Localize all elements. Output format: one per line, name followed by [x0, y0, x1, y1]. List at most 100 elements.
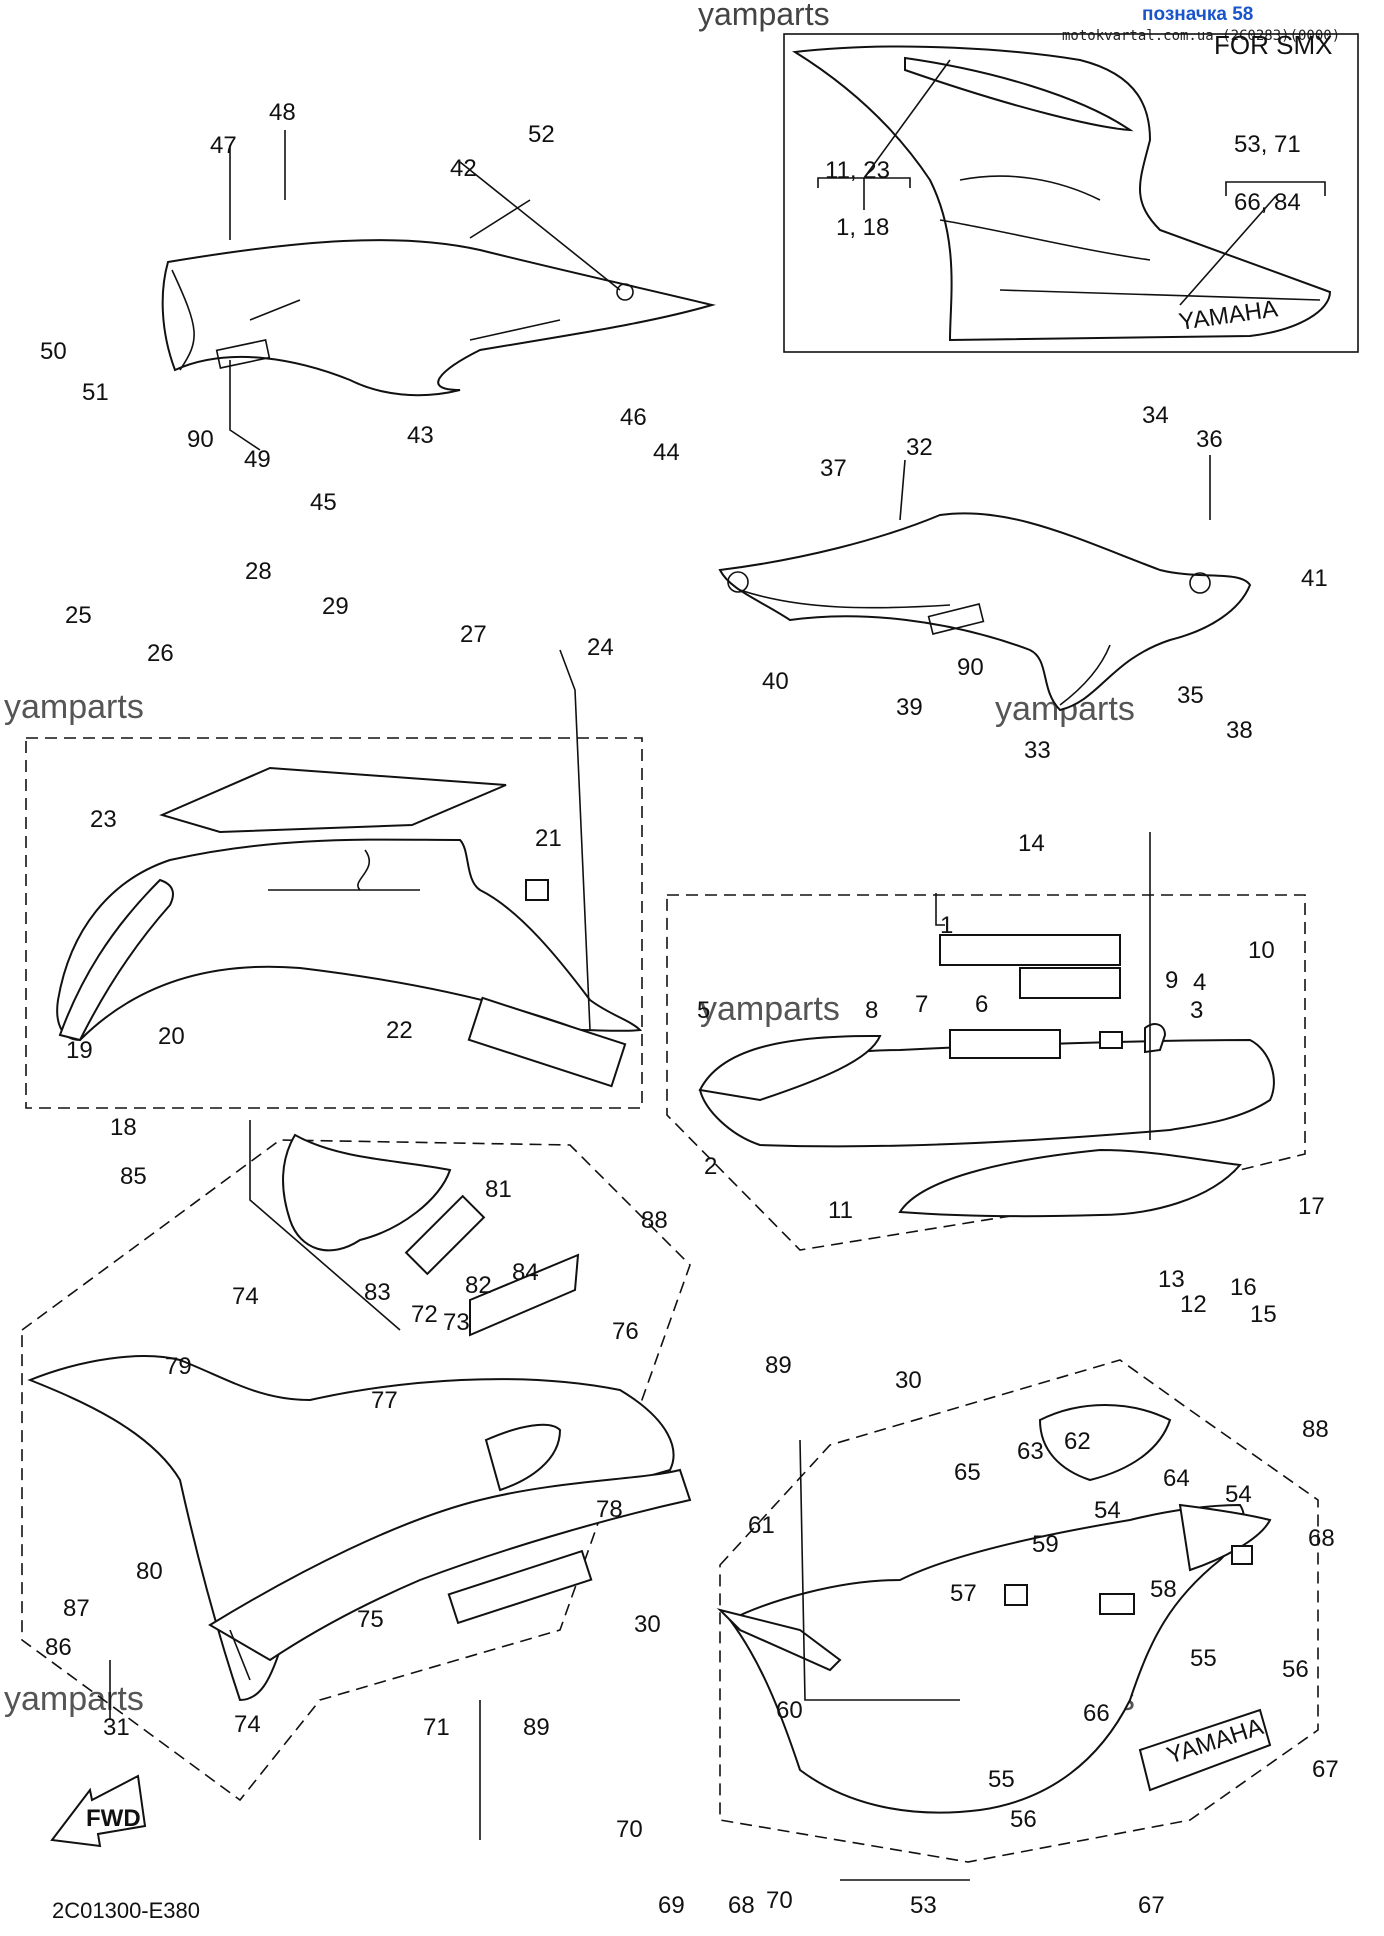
callout: 78 — [596, 1496, 623, 1523]
callout: 90 — [957, 654, 984, 681]
inset-callout: 11, 23 — [825, 157, 890, 184]
callout: 64 — [1163, 1465, 1190, 1492]
callout: 19 — [66, 1037, 93, 1064]
callout: 65 — [954, 1459, 981, 1486]
inset-callout: 53, 71 — [1234, 131, 1301, 158]
tail-cover-left — [161, 239, 716, 397]
callout: 56 — [1010, 1806, 1037, 1833]
callout: 26 — [147, 640, 174, 667]
callout: 46 — [620, 404, 647, 431]
side-panel-left — [25, 737, 643, 1109]
callout: 2 — [704, 1153, 717, 1180]
callout: 84 — [512, 1259, 539, 1286]
callout: 59 — [1032, 1531, 1059, 1558]
smx-inset: YAMAHA 11, 23 1, 18 53, 71 66, 84 — [783, 33, 1359, 353]
callout: 57 — [950, 1580, 977, 1607]
callout: 80 — [136, 1558, 163, 1585]
callout: 61 — [748, 1512, 775, 1539]
callout: 21 — [535, 825, 562, 852]
watermark-top: yamparts — [698, 0, 830, 32]
callout: 15 — [1250, 1301, 1277, 1328]
callout: 40 — [762, 668, 789, 695]
callout: 74 — [234, 1711, 261, 1738]
callout: 62 — [1064, 1428, 1091, 1455]
callout: 56 — [1282, 1656, 1309, 1683]
callout: 28 — [245, 558, 272, 585]
inset-callout: 66, 84 — [1234, 189, 1301, 216]
callout: 35 — [1177, 682, 1204, 709]
callout: 81 — [485, 1176, 512, 1203]
fwd-arrow: FWD — [50, 1774, 147, 1848]
callout: 71 — [423, 1714, 450, 1741]
callout: 10 — [1248, 937, 1275, 964]
diagram-code: 2C01300-E380 — [52, 1898, 201, 1923]
callout: 45 — [310, 489, 337, 516]
callout: 70 — [616, 1816, 643, 1843]
callout: 60 — [776, 1697, 803, 1724]
callout: 55 — [1190, 1645, 1217, 1672]
callout: 41 — [1301, 565, 1328, 592]
callout: 53 — [910, 1892, 937, 1919]
callout: 11 — [828, 1197, 853, 1224]
callout: 23 — [90, 806, 117, 833]
side-cover-right — [718, 512, 1252, 712]
callout: 38 — [1226, 717, 1253, 744]
reference-label: позначка 58 — [1142, 4, 1254, 25]
callout: 5 — [697, 997, 710, 1024]
callout: 30 — [895, 1367, 922, 1394]
callout: 58 — [1150, 1576, 1177, 1603]
callout: 33 — [1024, 737, 1051, 764]
callout: 29 — [322, 593, 349, 620]
callout: 20 — [158, 1023, 185, 1050]
callout: 3 — [1190, 997, 1203, 1024]
callout: 34 — [1142, 402, 1169, 429]
callout: 90 — [187, 426, 214, 453]
callout: 74 — [232, 1283, 259, 1310]
callout: 32 — [906, 434, 933, 461]
callout: 50 — [40, 338, 67, 365]
callout: 54 — [1094, 1497, 1121, 1524]
callout: 39 — [896, 694, 923, 721]
callout: 87 — [63, 1595, 90, 1622]
inset-title: FOR SMX — [1214, 30, 1333, 60]
callout: 67 — [1138, 1892, 1165, 1919]
callout: 17 — [1298, 1193, 1325, 1220]
callout: 30 — [634, 1611, 661, 1638]
callout: 25 — [65, 602, 92, 629]
callout: 69 — [658, 1892, 685, 1919]
callout: 54 — [1225, 1481, 1252, 1508]
callout: 13 — [1158, 1266, 1185, 1293]
callout: 12 — [1180, 1291, 1207, 1318]
callout: 14 — [1018, 830, 1045, 857]
callout: 37 — [820, 455, 847, 482]
callout: 16 — [1230, 1274, 1257, 1301]
callout: 83 — [364, 1279, 391, 1306]
callout: 42 — [450, 155, 477, 182]
callout: 52 — [528, 121, 555, 148]
callout: 49 — [244, 446, 271, 473]
callout: 68 — [1308, 1525, 1335, 1552]
callout: 7 — [915, 991, 928, 1018]
lower-cowl-left — [21, 1133, 692, 1802]
callout: 67 — [1312, 1756, 1339, 1783]
fwd-label: FWD — [86, 1805, 141, 1832]
callout: 77 — [371, 1387, 398, 1414]
callout: 36 — [1196, 426, 1223, 453]
callout: 70 — [766, 1887, 793, 1914]
callout: 79 — [165, 1353, 192, 1380]
callout: 4 — [1193, 969, 1206, 996]
callout: 1 — [940, 912, 953, 939]
callout: 6 — [975, 991, 988, 1018]
callout: 89 — [765, 1352, 792, 1379]
site-code: motokvartal.com.ua (2C0283)(0000) — [1062, 28, 1341, 44]
callout: 47 — [210, 132, 237, 159]
callout: 27 — [460, 621, 487, 648]
callout: 73 — [443, 1309, 470, 1336]
callout: 8 — [865, 997, 878, 1024]
callout: 75 — [357, 1606, 384, 1633]
callout: 31 — [103, 1714, 130, 1741]
under-cowl-right — [666, 894, 1306, 1251]
callout: 63 — [1017, 1438, 1044, 1465]
callout: 43 — [407, 422, 434, 449]
